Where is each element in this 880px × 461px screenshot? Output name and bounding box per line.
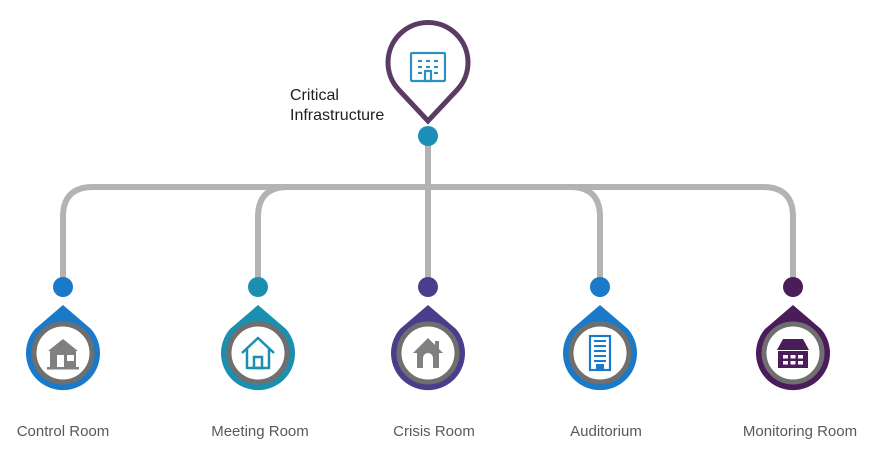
branch-line-monitoring-room <box>425 184 796 290</box>
node-connector-dot <box>248 277 268 297</box>
node-icon-ring <box>568 321 632 385</box>
node-label-crisis-room: Crisis Room <box>393 423 475 440</box>
connector-lines <box>60 134 796 290</box>
root-label-line-2: Infrastructure <box>290 107 385 124</box>
node-label-monitoring-room: Monitoring Room <box>742 423 858 440</box>
node-label-meeting-room: Meeting Room <box>211 423 309 440</box>
branch-line-auditorium <box>425 184 603 290</box>
node-meeting-room <box>221 277 295 391</box>
root-pin <box>385 19 471 146</box>
node-label-control-room: Control Room <box>16 423 110 440</box>
house-door-icon <box>413 338 443 368</box>
child-nodes <box>25 277 831 391</box>
node-connector-dot <box>53 277 73 297</box>
node-connector-dot <box>418 277 438 297</box>
node-connector-dot <box>590 277 610 297</box>
root-connector-dot <box>418 126 438 146</box>
root-label: Critical Infrastructure <box>290 86 384 126</box>
node-auditorium <box>563 277 637 391</box>
house-outline-icon <box>241 336 275 370</box>
warehouse-icon <box>777 339 809 368</box>
node-monitoring-room <box>756 277 831 391</box>
node-label-auditorium: Auditorium <box>570 423 642 440</box>
root-label-line-1: Critical <box>290 87 339 104</box>
node-icon-ring <box>226 321 290 385</box>
node-connector-dot <box>783 277 803 297</box>
branch-line-control-room <box>60 184 431 290</box>
branch-line-meeting-room <box>255 184 431 290</box>
office-building-icon <box>409 51 447 83</box>
node-control-room <box>25 277 101 391</box>
node-crisis-room <box>391 277 466 391</box>
tall-building-icon <box>588 334 612 372</box>
house-room-icon <box>47 339 79 370</box>
